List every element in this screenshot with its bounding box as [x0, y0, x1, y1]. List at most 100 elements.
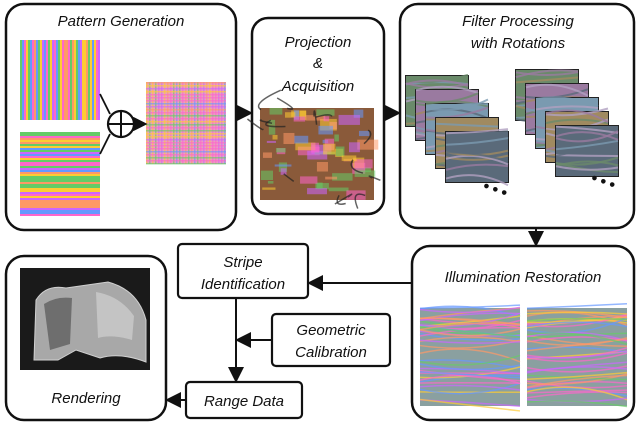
stripe	[42, 40, 44, 120]
image-patch	[357, 139, 379, 150]
image-patch	[341, 155, 357, 161]
image-patch	[274, 164, 292, 167]
rendered-surface-shadow	[44, 297, 72, 350]
range-data-block: Range Data	[184, 380, 304, 420]
image-patch	[358, 130, 370, 137]
stripe	[20, 200, 100, 202]
grid-hline	[146, 118, 226, 120]
pattern-generation-title: Pattern Generation	[58, 13, 185, 30]
stripe	[40, 40, 42, 120]
grid-vline	[203, 82, 205, 164]
stack-streak	[555, 139, 619, 151]
image-patch	[323, 116, 330, 122]
stack-streak	[555, 146, 619, 157]
image-stroke	[334, 193, 353, 205]
stripe	[34, 40, 36, 120]
stripe	[30, 40, 32, 120]
grid-vline	[209, 82, 211, 164]
stripe	[20, 168, 100, 170]
image-patch	[353, 109, 364, 118]
stack-streak	[545, 107, 609, 117]
stripe-identification-frame	[176, 242, 310, 300]
stripe	[20, 136, 100, 138]
image-patch	[316, 109, 335, 116]
stack-streak	[555, 130, 619, 143]
rendering-block: Rendering	[4, 254, 168, 422]
stripe	[20, 190, 100, 192]
projection-block: Projection & Acquisition	[246, 16, 386, 216]
stripe	[20, 208, 100, 210]
restored-streak	[419, 322, 521, 331]
stripe	[20, 138, 100, 140]
stripe	[20, 180, 100, 182]
image-stroke	[363, 129, 372, 145]
stripe	[32, 40, 34, 120]
stripe	[20, 192, 100, 194]
image-patch	[307, 150, 328, 160]
stripe	[20, 170, 100, 172]
stripe	[86, 40, 88, 120]
stack-streak	[435, 122, 499, 128]
stack-streak	[445, 128, 509, 135]
stripe	[20, 186, 100, 188]
restored-streak	[419, 304, 521, 310]
image-stroke	[354, 193, 366, 209]
stack-streak	[425, 106, 489, 119]
grid-vline	[155, 82, 157, 164]
stack-streak	[425, 100, 489, 108]
stripe	[20, 148, 100, 150]
stripe	[20, 204, 100, 206]
grid-vline	[173, 82, 175, 164]
stripe	[92, 40, 94, 120]
vertical-stripe-pattern	[20, 40, 100, 120]
calibration-block: Geometric Calibration	[270, 312, 392, 368]
range-data-title: Range Data	[204, 393, 284, 410]
stack-streak	[445, 137, 509, 146]
restored-streak	[526, 381, 628, 389]
grid-vline	[215, 82, 217, 164]
image-patch	[283, 132, 295, 145]
stripe	[66, 40, 68, 120]
stripe	[78, 40, 80, 120]
stripe	[20, 40, 22, 120]
stack-streak	[545, 109, 609, 124]
restored-streak	[526, 374, 628, 381]
grid-hline	[146, 88, 226, 90]
projection-line1: Projection	[285, 34, 352, 51]
grid-hline	[146, 160, 226, 162]
restored-streak	[419, 354, 521, 366]
grid-hline	[146, 139, 226, 141]
stripe	[20, 178, 100, 180]
image-patch	[267, 180, 274, 184]
grid-vline	[224, 82, 226, 164]
stripe	[20, 184, 100, 186]
grid-vline	[185, 82, 187, 164]
image-patch	[262, 187, 276, 190]
connector-bottom-pattern	[99, 133, 111, 155]
calibration-line1: Geometric	[296, 322, 366, 339]
grid-hline	[146, 142, 226, 144]
image-patch	[316, 162, 328, 172]
restored-streak	[419, 306, 521, 314]
restored-streak	[526, 302, 628, 309]
stripe	[20, 162, 100, 164]
stripe	[76, 40, 78, 120]
stripe	[64, 40, 66, 120]
stack-streak	[515, 69, 579, 79]
grid-vline	[221, 82, 223, 164]
pattern-generation-block: Pattern Generation	[4, 2, 238, 232]
stack-streak	[415, 85, 479, 94]
stripe	[20, 154, 100, 156]
stack-streak	[555, 165, 619, 171]
combined-grid-pattern	[146, 82, 226, 165]
image-patch	[280, 168, 287, 175]
image-patch	[262, 152, 272, 158]
restored-streak	[526, 350, 628, 359]
image-patch	[354, 170, 376, 177]
stripe	[20, 134, 100, 136]
stripe	[20, 206, 100, 208]
image-patch	[310, 142, 319, 153]
filtered-image-stack-b	[515, 69, 619, 177]
restored-streak	[526, 331, 628, 342]
calibration-line2: Calibration	[295, 344, 367, 361]
